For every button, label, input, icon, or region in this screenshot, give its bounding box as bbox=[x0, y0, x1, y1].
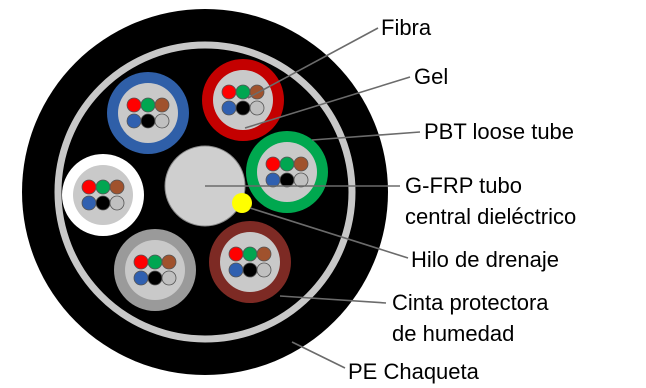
fiber bbox=[126, 113, 142, 129]
loose-tubes-group bbox=[62, 59, 328, 311]
label-pbt-loose-tube: PBT loose tube bbox=[424, 119, 574, 144]
fiber bbox=[161, 270, 177, 286]
gel-fill bbox=[257, 142, 317, 202]
brown-loose-tube bbox=[209, 221, 291, 303]
leader-cinta bbox=[279, 295, 387, 304]
fiber bbox=[81, 179, 97, 195]
green-loose-tube bbox=[246, 131, 328, 213]
gray-loose-tube bbox=[114, 229, 196, 311]
fiber bbox=[133, 254, 149, 270]
fiber bbox=[126, 97, 142, 113]
label-gfrp-line1: G-FRP tubo bbox=[405, 173, 522, 198]
leader-fibra bbox=[247, 27, 379, 99]
label-gfrp-line2: central dieléctrico bbox=[405, 204, 576, 229]
fiber bbox=[293, 172, 309, 188]
fiber bbox=[242, 262, 258, 278]
label-gel: Gel bbox=[414, 64, 448, 89]
leader-hilo bbox=[249, 207, 409, 259]
fiber bbox=[235, 100, 251, 116]
fiber bbox=[154, 113, 170, 129]
gel-fill bbox=[73, 165, 133, 225]
fiber bbox=[228, 262, 244, 278]
gel-fill bbox=[118, 83, 178, 143]
fiber bbox=[228, 246, 244, 262]
fiber bbox=[221, 84, 237, 100]
label-cinta-line1: Cinta protectora bbox=[392, 290, 549, 315]
leader-chaqueta bbox=[291, 341, 346, 369]
fiber bbox=[154, 97, 170, 113]
moisture-tape-ring bbox=[54, 41, 356, 343]
fiber bbox=[147, 270, 163, 286]
blue-loose-tube bbox=[107, 72, 189, 154]
drain-wire bbox=[232, 193, 252, 213]
fiber bbox=[235, 84, 251, 100]
label-cinta-line2: de humedad bbox=[392, 321, 514, 346]
leader-gel bbox=[244, 76, 411, 129]
fiber bbox=[140, 113, 156, 129]
gel-fill bbox=[220, 232, 280, 292]
fiber bbox=[95, 179, 111, 195]
white-loose-tube bbox=[62, 154, 144, 236]
fiber bbox=[133, 270, 149, 286]
fiber bbox=[256, 246, 272, 262]
fiber bbox=[279, 172, 295, 188]
fiber bbox=[109, 195, 125, 211]
label-fibra: Fibra bbox=[381, 15, 432, 40]
fiber bbox=[265, 156, 281, 172]
fiber bbox=[95, 195, 111, 211]
fiber bbox=[140, 97, 156, 113]
fiber bbox=[109, 179, 125, 195]
fiber bbox=[147, 254, 163, 270]
leader-pbt bbox=[311, 131, 421, 141]
fiber bbox=[161, 254, 177, 270]
label-hilo-de-drenaje: Hilo de drenaje bbox=[411, 247, 559, 272]
gel-fill bbox=[213, 70, 273, 130]
label-pe-chaqueta: PE Chaqueta bbox=[348, 359, 480, 384]
fiber bbox=[256, 262, 272, 278]
fiber bbox=[249, 84, 265, 100]
fiber bbox=[81, 195, 97, 211]
fiber bbox=[242, 246, 258, 262]
fiber bbox=[221, 100, 237, 116]
fiber bbox=[265, 172, 281, 188]
gel-fill bbox=[125, 240, 185, 300]
red-loose-tube bbox=[202, 59, 284, 141]
fiber bbox=[249, 100, 265, 116]
fiber bbox=[293, 156, 309, 172]
fiber bbox=[279, 156, 295, 172]
